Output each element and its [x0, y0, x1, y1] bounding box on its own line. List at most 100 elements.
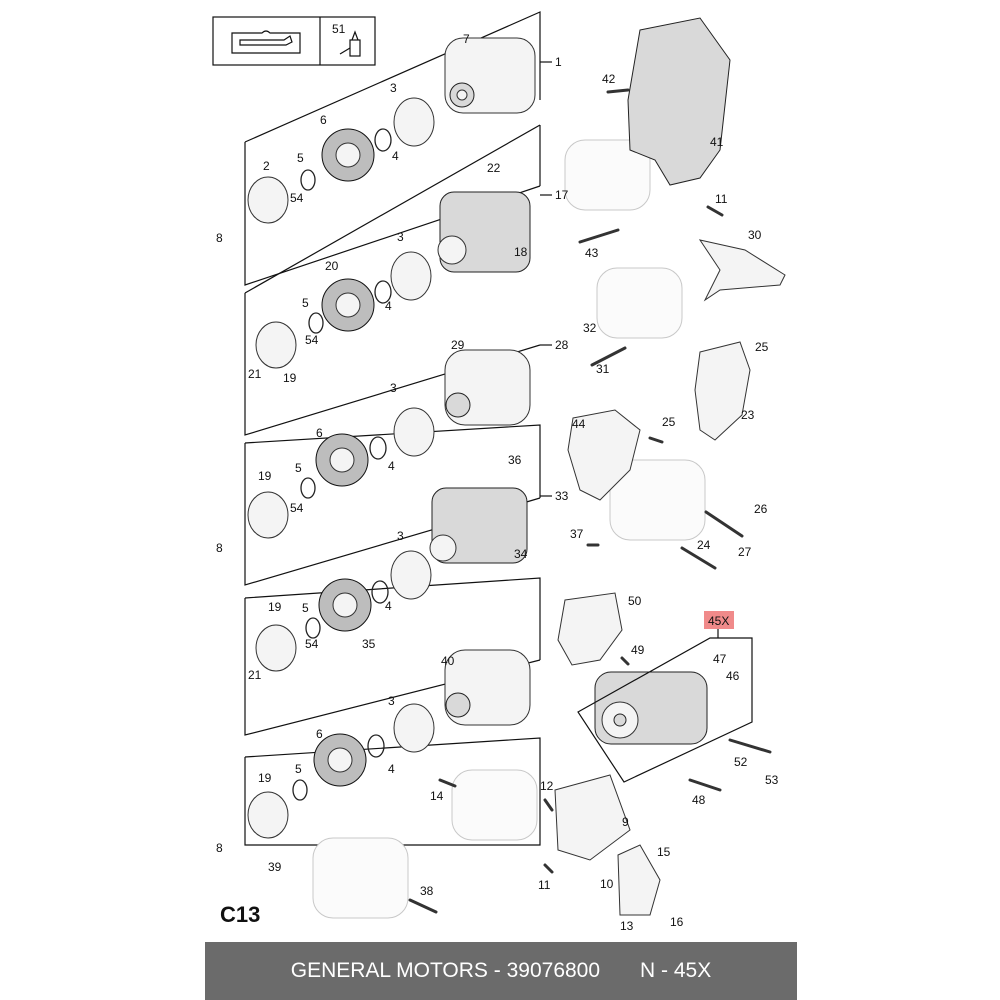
callout-26: 26 [754, 502, 768, 516]
callout-6: 6 [316, 426, 323, 440]
callout-46: 46 [726, 669, 740, 683]
callout-20: 20 [325, 259, 339, 273]
callout-5: 5 [302, 601, 309, 615]
compressor-7 [444, 37, 536, 114]
manual-wrench-icon [231, 30, 301, 54]
callout-12: 12 [540, 779, 554, 793]
callout-40: 40 [441, 654, 455, 668]
callout-5: 5 [295, 762, 302, 776]
callout-37: 37 [570, 527, 584, 541]
callout-25: 25 [662, 415, 676, 429]
callout-21: 21 [248, 668, 262, 682]
section-code: C13 [220, 902, 260, 927]
callout-41: 41 [710, 135, 724, 149]
callout-2: 2 [263, 159, 270, 173]
callout-4: 4 [385, 299, 392, 313]
callout-5: 5 [302, 296, 309, 310]
callout-25: 25 [755, 340, 769, 354]
callout-23: 23 [741, 408, 755, 422]
callout-44: 44 [572, 417, 586, 431]
callout-3: 3 [390, 381, 397, 395]
callout-50: 50 [628, 594, 642, 608]
callout-54: 54 [290, 501, 304, 515]
callout-48: 48 [692, 793, 706, 807]
callout-54: 54 [305, 333, 319, 347]
clutch-parts [247, 97, 435, 839]
tool-reference-box: 51 [212, 16, 376, 66]
callout-8: 8 [216, 541, 223, 555]
callout-54: 54 [305, 637, 319, 651]
callout-4: 4 [388, 762, 395, 776]
oil-bottle-icon [339, 30, 361, 57]
footer-brand-part: GENERAL MOTORS - 39076800 [290, 959, 601, 982]
callout-5: 5 [297, 151, 304, 165]
callout-29: 29 [451, 338, 465, 352]
callout-3: 3 [397, 230, 404, 244]
callout-31: 31 [596, 362, 610, 376]
compressor-29 [444, 349, 531, 426]
callout-54: 54 [290, 191, 304, 205]
callout-6: 6 [320, 113, 327, 127]
callout-34: 34 [514, 547, 528, 561]
callout-19: 19 [258, 771, 272, 785]
callout-3: 3 [390, 81, 397, 95]
callout-4: 4 [385, 599, 392, 613]
compressor-40 [444, 649, 531, 726]
callout-36: 36 [508, 453, 522, 467]
callout-6: 6 [316, 727, 323, 741]
callout-17: 17 [555, 188, 569, 202]
callout-10: 10 [600, 877, 614, 891]
callout-27: 27 [738, 545, 752, 559]
footer-qty: N - 45X [640, 959, 712, 982]
callout-3: 3 [388, 694, 395, 708]
callout-3: 3 [397, 529, 404, 543]
callout-8: 8 [216, 841, 223, 855]
callout-16: 16 [670, 915, 684, 929]
brackets [554, 17, 786, 916]
callout-8: 8 [216, 231, 223, 245]
callout-5: 5 [295, 461, 302, 475]
callout-21: 21 [248, 367, 262, 381]
callout-28: 28 [555, 338, 569, 352]
highlight-45x-tag [704, 611, 734, 629]
compressor-18 [437, 191, 531, 273]
callout-9: 9 [622, 815, 629, 829]
callout-7: 7 [463, 32, 470, 46]
callout-32: 32 [583, 321, 597, 335]
callout-18: 18 [514, 245, 528, 259]
callout-43: 43 [585, 246, 599, 260]
callout-11: 11 [715, 192, 728, 206]
callout-52: 52 [734, 755, 748, 769]
callout-1: 1 [555, 55, 562, 69]
callout-15: 15 [657, 845, 671, 859]
callout-35: 35 [362, 637, 376, 651]
callout-19: 19 [258, 469, 272, 483]
callout-19: 19 [283, 371, 297, 385]
bolts [408, 88, 772, 914]
callout-11: 11 [538, 878, 551, 892]
callout-45x: 45X [708, 614, 729, 628]
callout-49: 49 [631, 643, 645, 657]
ghost-compressors [312, 139, 706, 919]
callout-51: 51 [332, 22, 346, 36]
callout-22: 22 [487, 161, 501, 175]
callout-47: 47 [713, 652, 727, 666]
callout-42: 42 [602, 72, 616, 86]
callout-14: 14 [430, 789, 444, 803]
callout-13: 13 [620, 919, 634, 933]
compressor-34 [429, 487, 528, 564]
compressor-45x [594, 671, 708, 745]
callout-33: 33 [555, 489, 569, 503]
callout-39: 39 [268, 860, 282, 874]
callout-4: 4 [388, 459, 395, 473]
callout-19: 19 [268, 600, 282, 614]
callout-4: 4 [392, 149, 399, 163]
callout-labels: 1 7 3 6 4 2 5 54 8 22 17 3 18 20 5 4 54 … [216, 32, 779, 933]
callout-53: 53 [765, 773, 779, 787]
callout-30: 30 [748, 228, 762, 242]
callout-38: 38 [420, 884, 434, 898]
footer-bar: GENERAL MOTORS - 39076800 N - 45X [205, 942, 797, 1000]
callout-24: 24 [697, 538, 711, 552]
highlight-45x: 45X [577, 611, 753, 783]
